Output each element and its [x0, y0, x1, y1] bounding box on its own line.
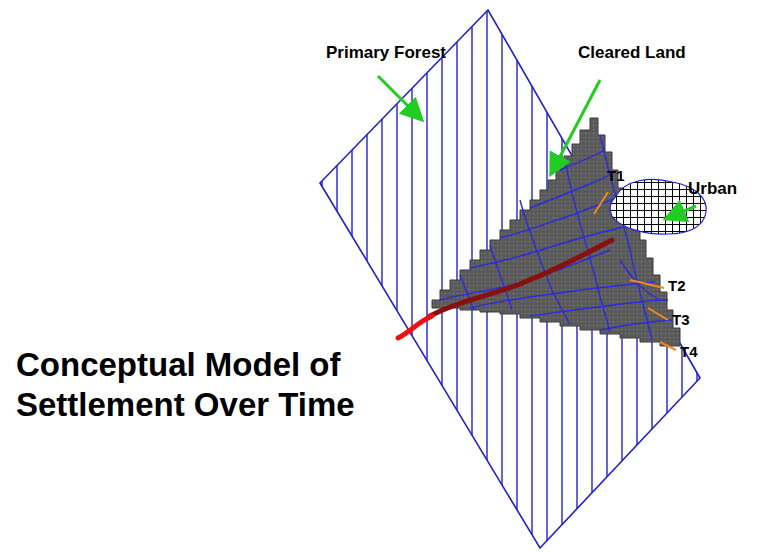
forest-label: Primary Forest — [326, 44, 446, 63]
road — [398, 240, 612, 338]
diagram-title: Conceptual Model of Settlement Over Time — [16, 345, 436, 424]
time-label: T1 — [607, 168, 625, 185]
urban-label: Urban — [688, 180, 737, 199]
time-label: T2 — [668, 278, 686, 295]
time-label: T3 — [672, 312, 690, 329]
cleared-label: Cleared Land — [578, 44, 686, 63]
callout-arrows — [378, 76, 696, 218]
primary-forest — [300, 0, 720, 552]
time-leaders — [594, 192, 676, 350]
time-label: T4 — [680, 344, 698, 361]
